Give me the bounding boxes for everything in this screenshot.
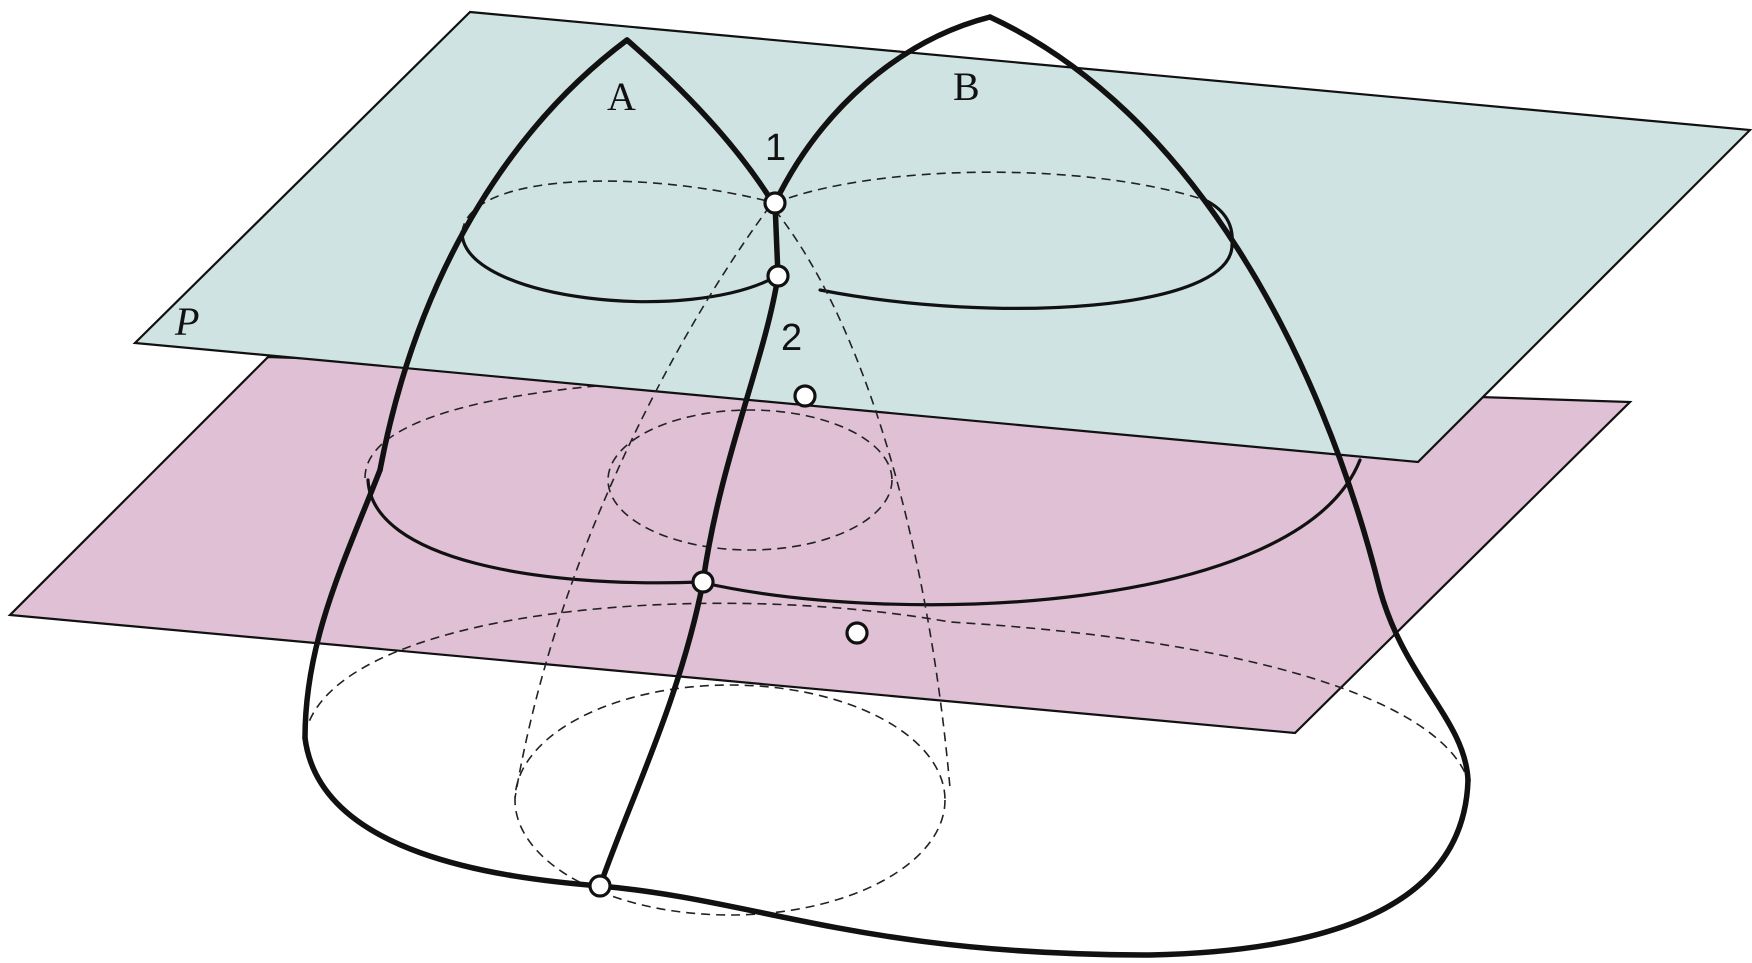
surface-b-upper-section-front [818,243,1234,310]
surface-a-upper-section-front [460,230,779,304]
surface-b-outline-right [987,14,1471,783]
surface-base-front [302,735,1471,958]
surface-b-lower-section-front [366,458,1362,607]
surface-outline-left-lower [302,467,383,741]
label-point-2: 2 [781,317,802,359]
surface-b-outline-left [772,14,993,206]
label-plane-p: P [174,299,199,344]
surface-a-outline-right [624,37,776,206]
surface-a-lower-section [607,409,893,551]
surface-a-hidden-right [774,209,951,789]
point-base-marker [588,874,612,898]
surface-a-base [514,684,946,916]
point-1-marker [763,191,787,215]
label-point-1: 1 [765,127,786,169]
surface-b-base-back [304,602,1469,781]
label-surface-a: A [607,74,636,119]
point-lower-dashed-marker [845,621,869,645]
point-lower-plane-marker [691,570,715,594]
point-upper-dashed-marker [793,384,817,408]
surface-b-upper-section-back [774,171,1206,204]
surface-a-outline-left [377,37,630,473]
label-surface-b: B [953,64,980,109]
point-2-marker [766,264,790,288]
